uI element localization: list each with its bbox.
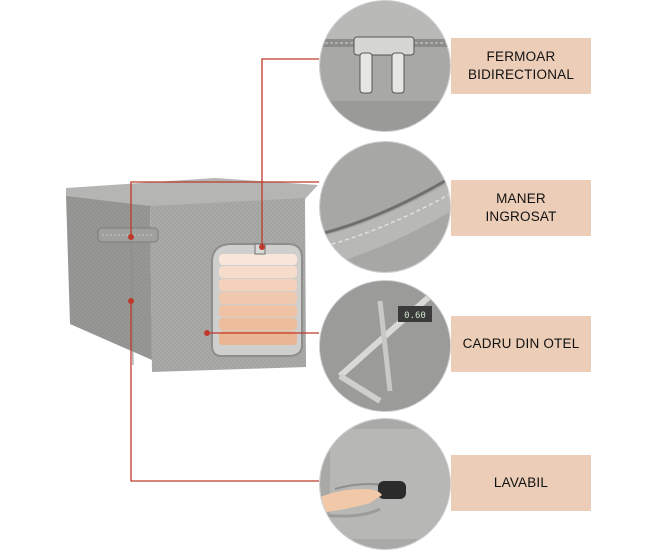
feature-label-wash: LAVABIL — [451, 455, 591, 511]
callout-wash — [130, 301, 319, 482]
callout-zipper — [261, 58, 319, 247]
box-end-face — [66, 196, 152, 360]
feature-label-frame: CADRU DIN OTEL — [451, 316, 591, 372]
feature-label-wash-line1: LAVABIL — [493, 475, 549, 490]
box-top — [66, 178, 318, 207]
handle-closeup-circle — [319, 141, 451, 273]
callout-lines — [128, 58, 319, 482]
feature-label-handle: MANER INGROSAT — [451, 180, 591, 236]
handle-closeup — [320, 142, 450, 272]
callout-handle — [130, 181, 319, 237]
washing-hand-closeup — [320, 419, 450, 549]
svg-text:0.60: 0.60 — [404, 311, 426, 321]
feature-label-frame-line1: CADRU DIN OTEL — [462, 336, 580, 351]
feature-label-handle-line2: INGROSAT — [485, 209, 557, 224]
steel-frame-closeup-circle: 0.60 — [319, 280, 451, 412]
feature-label-zipper-line2: BIDIRECTIONAL — [467, 67, 575, 82]
folded-clothes — [219, 254, 297, 345]
washing-hand-closeup-circle — [319, 418, 451, 550]
zipper-closeup-circle — [319, 0, 451, 132]
feature-label-zipper: FERMOAR BIDIRECTIONAL — [451, 38, 591, 94]
zipper-closeup — [320, 1, 450, 131]
steel-frame-closeup: 0.60 — [320, 281, 450, 411]
feature-label-handle-line1: MANER — [496, 191, 546, 206]
feature-label-zipper-line1: FERMOAR — [486, 49, 556, 64]
